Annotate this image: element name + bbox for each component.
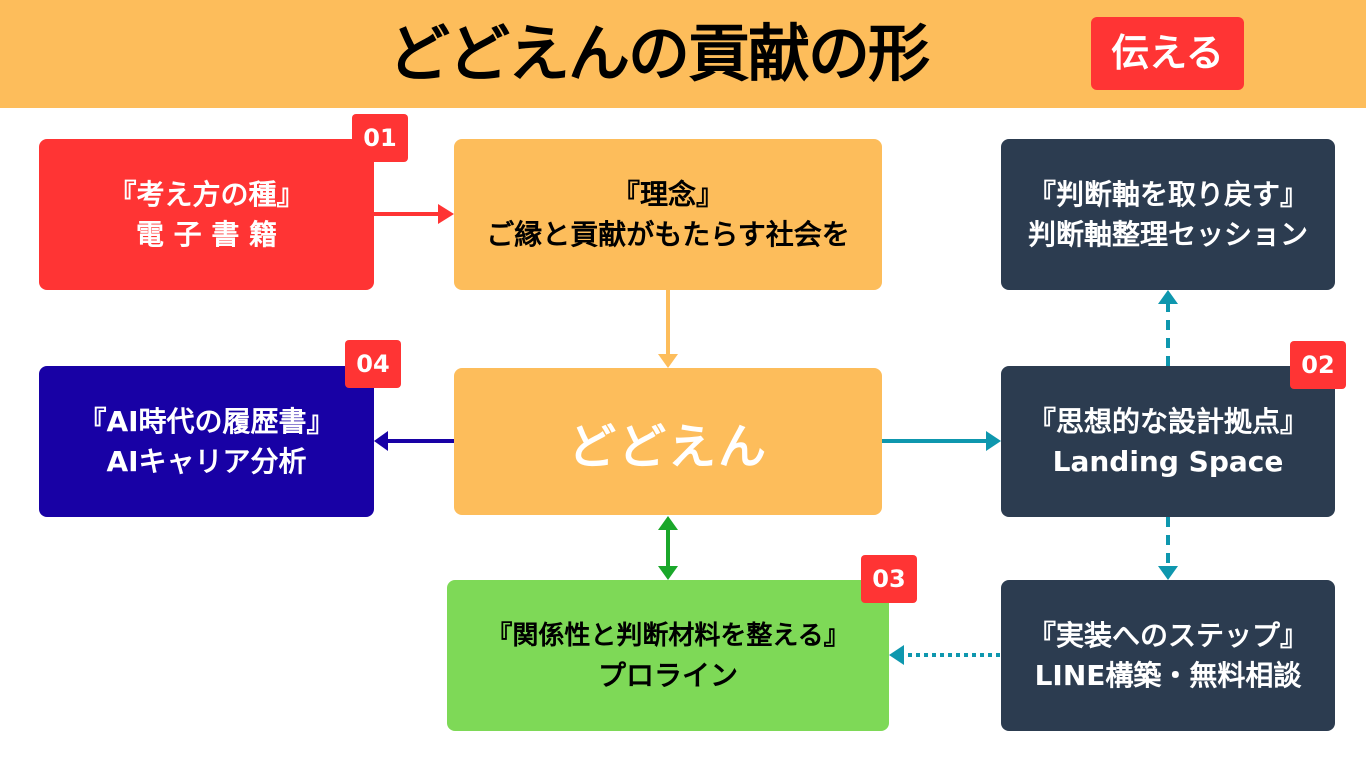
node-ebook-title: 『考え方の種』 — [108, 177, 305, 211]
header-bar: どどえんの貢献の形 伝える — [0, 0, 1366, 108]
node-reclaim-axis-title: 『判断軸を取り戻す』 — [1027, 177, 1308, 211]
badge-04: 04 — [345, 340, 401, 388]
node-philosophy-subtitle: ご縁と貢献がもたらす社会を — [486, 217, 850, 251]
arrow-center-to-landing-space — [882, 431, 1001, 451]
node-philosophy-title: 『理念』 — [611, 177, 724, 211]
node-philosophy[interactable]: 『理念』 ご縁と貢献がもたらす社会を — [454, 139, 882, 290]
node-implementation-subtitle: LINE構築・無料相談 — [1034, 658, 1302, 692]
node-ebook[interactable]: 『考え方の種』 電 子 書 籍 — [39, 139, 374, 290]
node-landing-space[interactable]: 『思想的な設計拠点』 Landing Space — [1001, 366, 1335, 517]
arrow-center-proline-bidirectional — [658, 516, 678, 580]
node-implementation-title: 『実装へのステップ』 — [1027, 618, 1308, 652]
node-center-label: どどえん — [567, 418, 768, 475]
badge-02: 02 — [1290, 341, 1346, 389]
arrow-center-to-ai-resume — [374, 431, 454, 451]
node-ai-resume-title: 『AI時代の履歴書』 — [78, 404, 335, 438]
node-landing-space-title: 『思想的な設計拠点』 — [1027, 404, 1308, 438]
node-proline[interactable]: 『関係性と判断材料を整える』 プロライン — [447, 580, 889, 731]
node-proline-title: 『関係性と判断材料を整える』 — [486, 620, 850, 651]
page-title: どどえんの貢献の形 — [388, 17, 930, 90]
node-ebook-subtitle: 電 子 書 籍 — [135, 217, 278, 251]
node-implementation[interactable]: 『実装へのステップ』 LINE構築・無料相談 — [1001, 580, 1335, 731]
arrow-ebook-to-philosophy — [374, 204, 454, 224]
tell-button[interactable]: 伝える — [1091, 17, 1244, 90]
arrow-landing-to-implementation — [1158, 517, 1178, 580]
arrow-implementation-to-proline — [889, 645, 1000, 665]
arrow-philosophy-to-center — [658, 290, 678, 368]
badge-01: 01 — [352, 114, 408, 162]
node-landing-space-subtitle: Landing Space — [1052, 444, 1284, 478]
node-reclaim-axis-subtitle: 判断軸整理セッション — [1027, 217, 1308, 251]
badge-03: 03 — [861, 555, 917, 603]
node-ai-resume[interactable]: 『AI時代の履歴書』 AIキャリア分析 — [39, 366, 374, 517]
node-center-dodoen[interactable]: どどえん — [454, 368, 882, 515]
node-proline-subtitle: プロライン — [597, 658, 738, 692]
arrow-landing-to-reclaim-axis — [1158, 290, 1178, 366]
node-ai-resume-subtitle: AIキャリア分析 — [106, 444, 307, 478]
node-reclaim-axis[interactable]: 『判断軸を取り戻す』 判断軸整理セッション — [1001, 139, 1335, 290]
